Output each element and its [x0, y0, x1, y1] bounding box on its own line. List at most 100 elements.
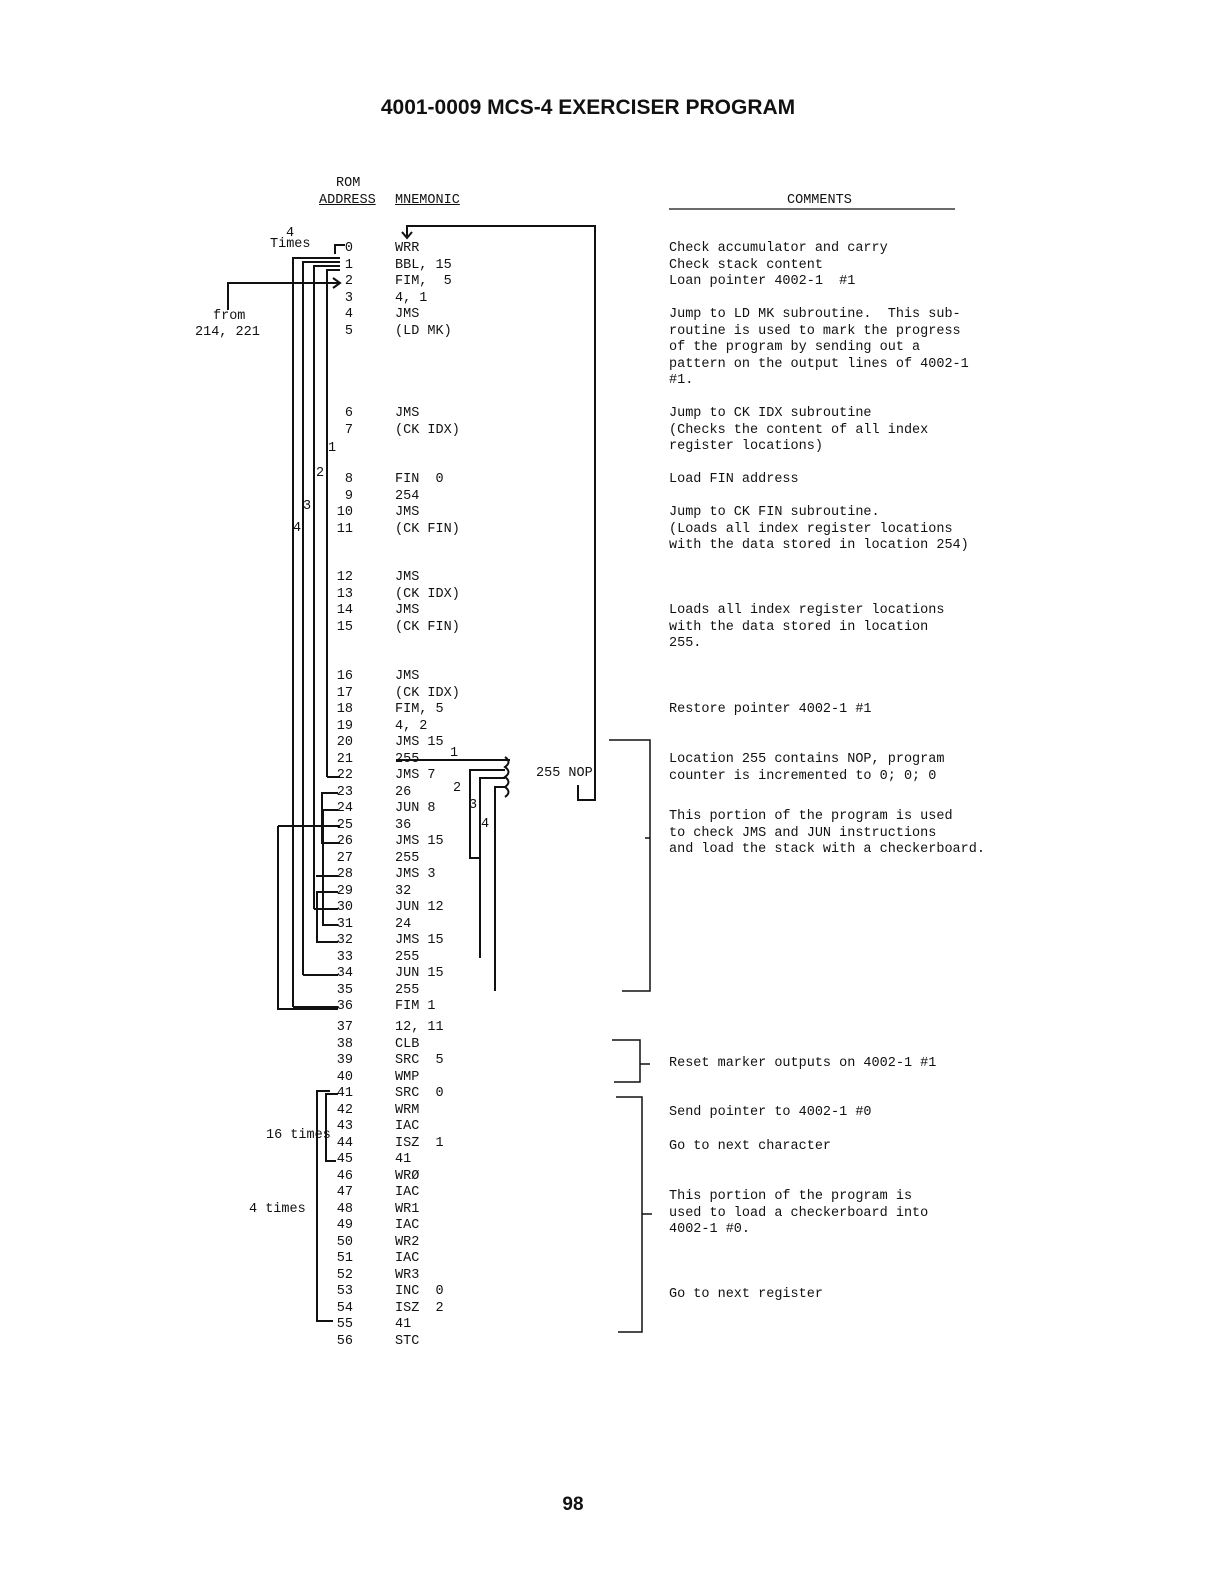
mnemonic: IAC	[395, 1119, 420, 1134]
mnemonic: WR3	[395, 1267, 420, 1283]
rom-address: 36	[336, 999, 353, 1014]
mnemonic: 255	[395, 949, 420, 965]
bracket-reset-marker	[612, 1039, 650, 1083]
rom-address: 15	[336, 619, 353, 635]
loop-1-label: 1	[328, 441, 337, 456]
rom-address: 6	[344, 406, 353, 421]
mnemonic: STC	[395, 1333, 420, 1349]
rom-address: 26	[336, 834, 353, 849]
from-entry-line	[227, 282, 338, 310]
loop-line-3	[302, 261, 340, 975]
rom-address: 44	[336, 1135, 353, 1151]
mnemonic: WRØ	[395, 1168, 420, 1184]
rom-address: 4	[344, 307, 353, 322]
mnemonic: CLB	[395, 1036, 420, 1052]
rom-address: 7	[344, 422, 353, 438]
rom-address: 40	[336, 1069, 353, 1085]
rom-address: 5	[344, 323, 353, 339]
mnemonic: (CK FIN)	[395, 521, 460, 537]
rom-address: 21	[336, 751, 353, 767]
from-label: from	[213, 309, 246, 324]
rom-address: 16	[336, 669, 353, 684]
rom-address: 33	[336, 949, 353, 965]
rom-address: 32	[336, 933, 353, 948]
rom-address: 46	[336, 1168, 353, 1184]
mnemonic: (CK IDX)	[395, 586, 460, 602]
mnemonic: 41	[395, 1317, 412, 1332]
mnemonic: JUN 12	[395, 900, 444, 915]
mnemonic: JMS 15	[395, 933, 444, 948]
rom-address: 18	[336, 702, 353, 717]
four-times-label: 4 times	[249, 1202, 306, 1217]
rom-address: 13	[336, 586, 353, 602]
mnemonic: (CK IDX)	[395, 422, 460, 438]
mnemonic: JMS 15	[395, 735, 444, 750]
from-addresses-label: 214, 221	[195, 325, 260, 340]
loop-2-label: 2	[316, 466, 325, 481]
mnemonic: IAC	[395, 1218, 420, 1233]
mnemonic: 26	[395, 784, 412, 800]
rom-address: 31	[336, 916, 353, 932]
comment: Check accumulator and carry Check stack …	[669, 241, 888, 289]
rom-address: 10	[336, 505, 353, 520]
comment: Location 255 contains NOP, program count…	[669, 752, 945, 784]
loop-3-label: 3	[303, 499, 312, 514]
sixteen-times-label: 16 times	[266, 1128, 331, 1143]
page-title: 4001-0009 MCS-4 EXERCISER PROGRAM	[380, 96, 796, 119]
mnemonic: (CK IDX)	[395, 685, 460, 701]
mnemonic: JMS	[395, 570, 420, 585]
mnemonic: 24	[395, 916, 412, 932]
rom-address: 56	[336, 1333, 353, 1349]
mnemonic: JMS 7	[395, 768, 436, 783]
mnemonic: IAC	[395, 1251, 420, 1266]
rom-address: 51	[336, 1251, 353, 1266]
comment: Load FIN address	[669, 472, 799, 487]
mnemonic: JMS 15	[395, 834, 444, 849]
rom-address: 11	[336, 521, 353, 537]
rom-address: 53	[336, 1284, 353, 1299]
branch-merge-icon	[503, 756, 510, 798]
mnemonic: 4, 2	[395, 718, 428, 734]
loop-line-1	[326, 269, 340, 777]
mnemonic: 255	[395, 850, 420, 866]
mnemonic: FIM, 5	[395, 702, 444, 717]
bracket-checkerboard	[616, 1096, 652, 1333]
comment: Jump to CK IDX subroutine (Checks the co…	[669, 406, 929, 454]
rom-address: 25	[336, 817, 353, 833]
rom-address: 8	[344, 472, 353, 487]
rom-address: 2	[344, 274, 353, 289]
comment: Go to next character	[669, 1139, 832, 1154]
mnemonic: JMS	[395, 505, 420, 520]
mnemonic: JMS	[395, 669, 420, 684]
loop-line-4	[292, 257, 340, 1007]
rom-address: 27	[336, 850, 353, 866]
mnemonic: SRC 0	[395, 1086, 444, 1101]
mnemonic: FIM 1	[395, 999, 436, 1014]
rom-address: 42	[336, 1102, 353, 1118]
mnemonic: 4, 1	[395, 290, 428, 306]
mnemonic: INC 0	[395, 1284, 444, 1299]
comment: Jump to LD MK subroutine. This sub- rout…	[669, 307, 969, 388]
rom-address: 1	[344, 257, 353, 273]
comment: Go to next register	[669, 1287, 823, 1302]
nop-label: 255 NOP	[536, 766, 593, 781]
comment: This portion of the program is used to c…	[669, 809, 985, 857]
comment: Send pointer to 4002-1 #0	[669, 1105, 872, 1120]
mnemonic: WR2	[395, 1234, 420, 1250]
loop-line-2	[313, 265, 340, 909]
rom-address: 48	[336, 1201, 353, 1217]
comment: Restore pointer 4002-1 #1	[669, 702, 872, 717]
comment: Reset marker outputs on 4002-1 #1	[669, 1056, 937, 1071]
nop-return-line	[406, 225, 596, 801]
rom-address: 47	[336, 1185, 353, 1200]
mnemonic: WMP	[395, 1069, 420, 1085]
mnemonic: (CK FIN)	[395, 619, 460, 635]
rom-address: 49	[336, 1218, 353, 1233]
header-address: ADDRESS	[319, 193, 376, 208]
mnemonic: WR1	[395, 1201, 420, 1217]
branch-1-label: 1	[450, 746, 459, 761]
mnemonic: ISZ 1	[395, 1135, 444, 1151]
mnemonic: ISZ 2	[395, 1300, 444, 1316]
rom-address: 29	[336, 883, 353, 899]
comment: Loads all index register locations with …	[669, 603, 945, 651]
